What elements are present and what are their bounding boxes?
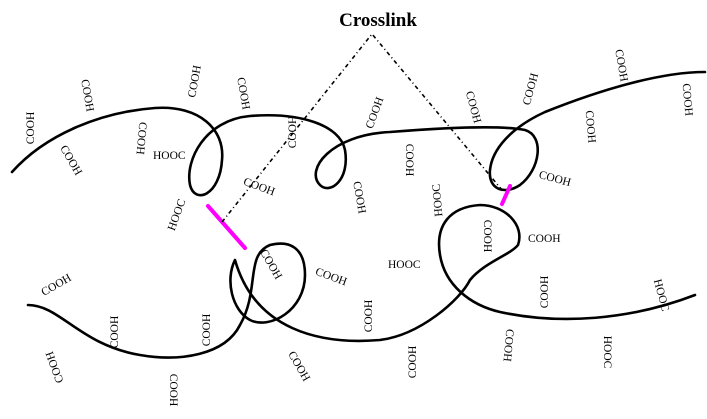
- group-label: COOH: [537, 169, 572, 189]
- crosslink-pointer-lines: [221, 32, 503, 223]
- group-label: COOH: [186, 64, 203, 98]
- group-label: COOH: [481, 220, 493, 253]
- group-label: HOOC: [431, 183, 446, 217]
- group-label: COOH: [287, 116, 299, 149]
- group-label: HOOC: [166, 197, 189, 232]
- group-label: COOH: [407, 346, 419, 379]
- group-label: COOH: [57, 143, 84, 177]
- group-label: COOH: [364, 96, 386, 131]
- crosslink-bond-left: [206, 204, 247, 250]
- group-label: COOH: [539, 276, 551, 309]
- group-label: HOOC: [601, 336, 613, 369]
- group-label: HOOC: [388, 259, 421, 271]
- group-label: COOH: [612, 48, 629, 82]
- group-label: COOH: [134, 122, 149, 156]
- group-label: COOH: [363, 300, 375, 333]
- group-label: COOH: [403, 144, 415, 177]
- group-label: COOH: [167, 374, 179, 407]
- group-label: COOH: [350, 180, 367, 214]
- group-label: COOH: [78, 78, 95, 112]
- group-label: COOH: [25, 112, 37, 145]
- diagram-title: Crosslink: [339, 10, 417, 31]
- group-label: COOH: [521, 72, 541, 107]
- group-label: COOH: [39, 272, 73, 299]
- group-label: COOH: [501, 329, 516, 363]
- group-label: COOH: [257, 247, 284, 281]
- polymer-chain-lower: [26, 203, 697, 359]
- crosslink-bond-right: [500, 184, 512, 206]
- polymer-chain-upper: [10, 70, 707, 197]
- group-label: COOH: [44, 350, 66, 385]
- group-label: COOH: [234, 76, 251, 110]
- group-label: COOH: [109, 316, 121, 349]
- group-label: COOH: [285, 349, 312, 383]
- group-label: COOH: [528, 233, 561, 245]
- group-label: COOH: [463, 90, 483, 125]
- group-label: COOH: [583, 110, 598, 144]
- group-label: COOH: [201, 314, 213, 347]
- group-label: COOH: [680, 83, 695, 117]
- group-label: COOH: [314, 266, 349, 288]
- group-label: COOH: [242, 176, 277, 198]
- group-label: HOOC: [153, 150, 186, 162]
